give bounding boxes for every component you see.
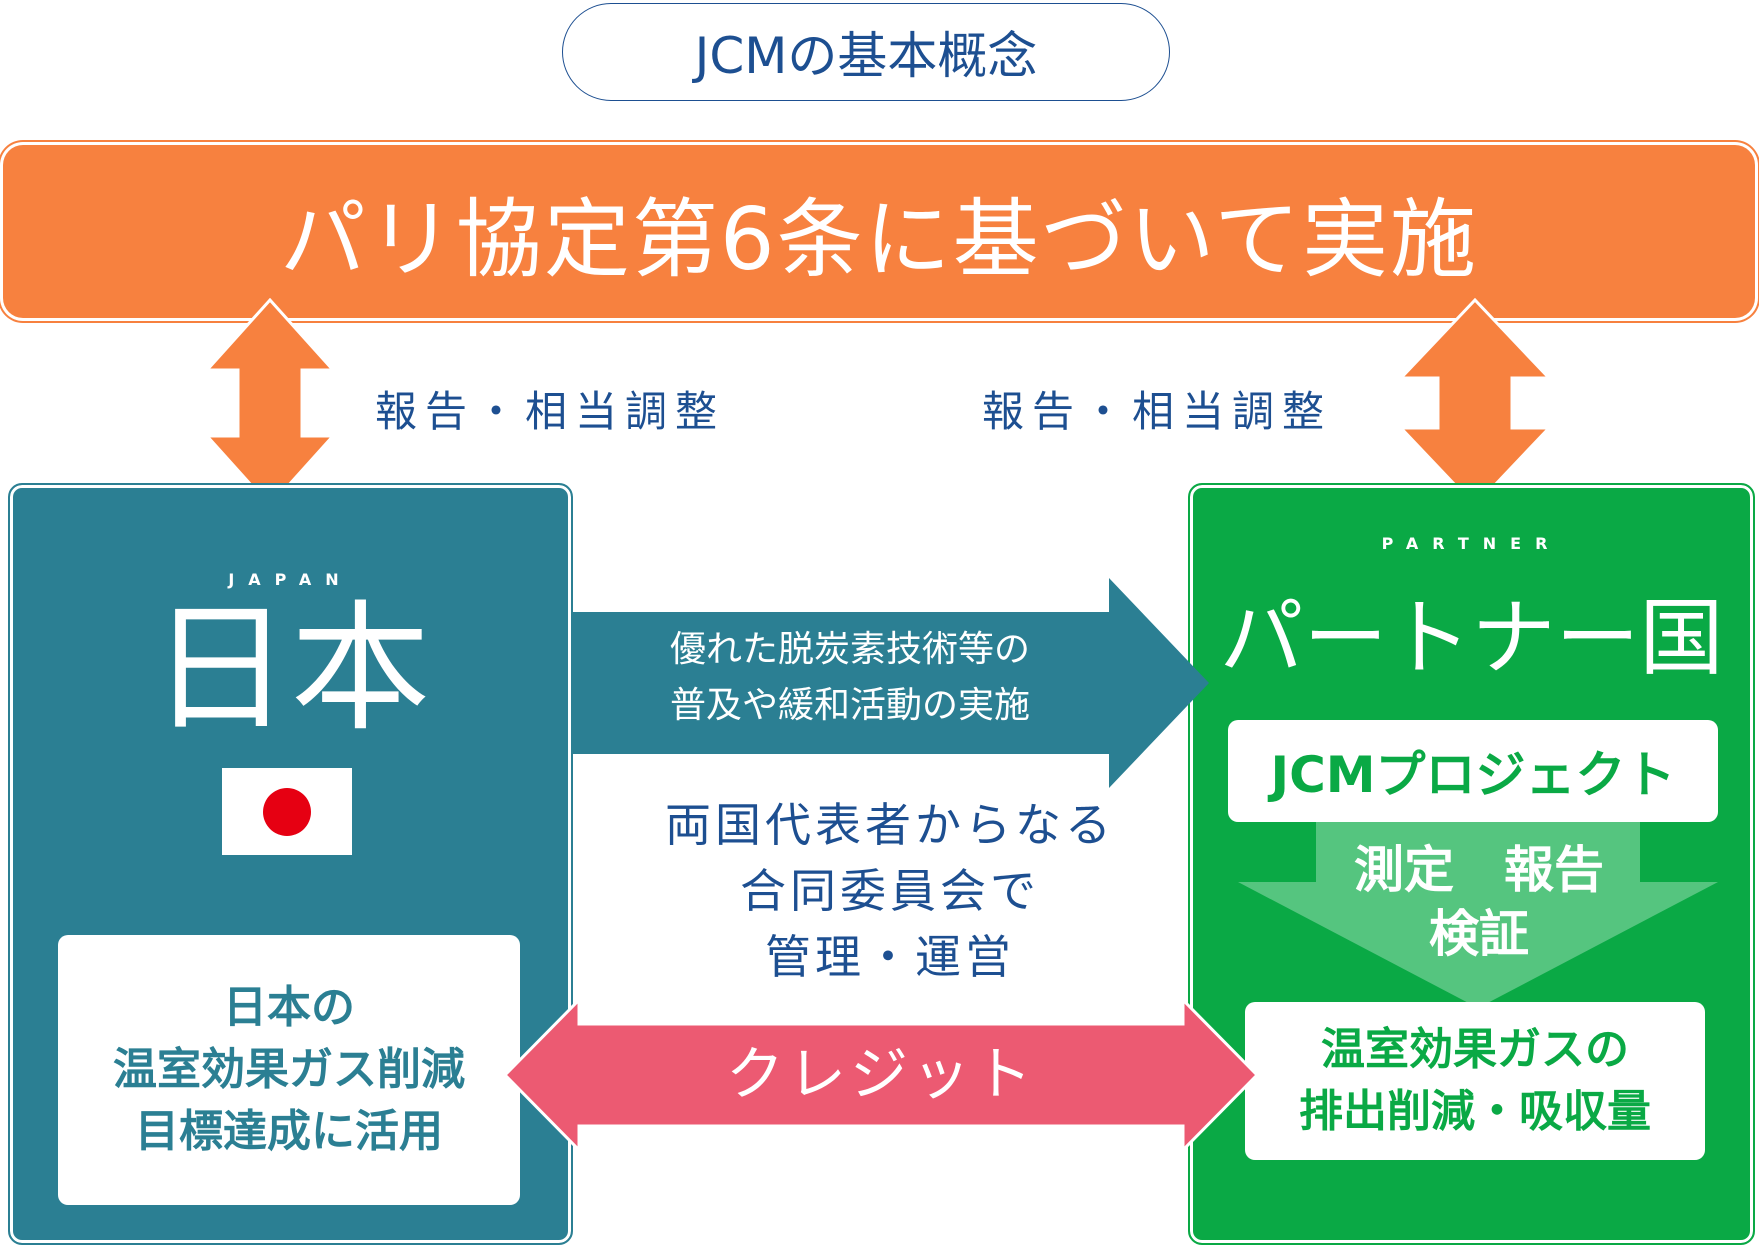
- japan-label: 日本: [150, 588, 431, 751]
- technology-flow-text: 優れた脱炭素技術等の 普及や緩和活動の実施: [590, 622, 1110, 734]
- report-adjust-label-left: 報告・相当調整: [375, 387, 726, 436]
- diagram-title: JCMの基本概念: [694, 27, 1038, 85]
- credit-label: クレジット: [725, 1040, 1036, 1108]
- mrv-down-arrow-icon: [1238, 820, 1718, 1008]
- right-double-arrow-icon: [1399, 298, 1551, 508]
- committee-line: 合同委員会で: [740, 864, 1040, 918]
- flow-line: 普及や緩和活動の実施: [669, 685, 1030, 726]
- japan-box-line: 温室効果ガス削減: [113, 1044, 465, 1095]
- partner-label-en: PARTNER: [1381, 534, 1562, 553]
- mrv-line: 検証: [1429, 905, 1529, 963]
- jcm-project-box: JCMプロジェクト: [1228, 720, 1718, 822]
- japan-label-en: JAPAN: [228, 570, 353, 589]
- title-pill: JCMの基本概念: [562, 3, 1170, 101]
- mrv-text: 測定 報告 検証: [1238, 838, 1720, 966]
- partner-box-line: 排出削減・吸収量: [1299, 1086, 1651, 1137]
- emission-reduction-box: 温室効果ガスの 排出削減・吸収量: [1245, 1002, 1705, 1160]
- mrv-line: 測定 報告: [1354, 841, 1604, 899]
- paris-agreement-banner: パリ協定第6条に基づいて実施: [3, 145, 1755, 318]
- report-adjust-label-right: 報告・相当調整: [982, 387, 1333, 436]
- partner-box-line: 温室効果ガスの: [1321, 1024, 1629, 1075]
- japan-usage-box: 日本の 温室効果ガス削減 目標達成に活用: [58, 935, 520, 1205]
- jcm-project-label: JCMプロジェクト: [1270, 746, 1676, 804]
- japan-box-line: 目標達成に活用: [135, 1106, 443, 1157]
- left-double-arrow-icon: [205, 298, 335, 508]
- technology-flow-arrow-icon: [573, 578, 1209, 788]
- committee-line: 管理・運営: [765, 930, 1015, 984]
- japan-box-line: 日本の: [223, 982, 355, 1033]
- credit-double-arrow-icon: [503, 998, 1259, 1152]
- flow-line: 優れた脱炭素技術等の: [669, 629, 1030, 670]
- committee-line: 両国代表者からなる: [665, 798, 1115, 852]
- joint-committee-text: 両国代表者からなる 合同委員会で 管理・運営: [580, 792, 1200, 990]
- japan-flag-icon: [222, 768, 352, 855]
- partner-label: パートナー国: [1219, 589, 1724, 687]
- banner-text: パリ協定第6条に基づいて実施: [279, 190, 1479, 290]
